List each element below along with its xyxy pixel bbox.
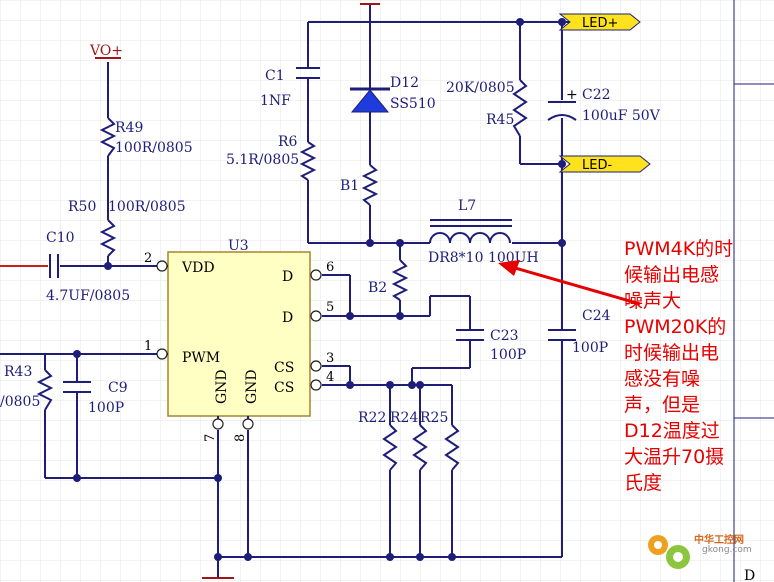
watermark-url: gkong.com <box>702 545 752 555</box>
l7-ref: L7 <box>458 198 476 214</box>
resistor-r45[interactable] <box>512 79 528 137</box>
vo-plus-label: VO+ <box>89 43 123 59</box>
u3-pin-d2: D <box>282 310 293 326</box>
u3-pin-vdd: VDD <box>181 260 215 276</box>
resistor-r43[interactable] <box>36 369 54 411</box>
capacitor-c10[interactable] <box>49 254 59 278</box>
pin-number-6: 6 <box>326 260 334 275</box>
pin-number-5: 5 <box>326 300 334 315</box>
r50-value: 100R/0805 <box>108 199 186 215</box>
resistor-r49[interactable] <box>99 117 117 157</box>
u3-pin-gnd1: GND <box>214 369 230 404</box>
c9-value: 100P <box>88 400 124 416</box>
resistor-r25[interactable] <box>444 424 460 471</box>
u3-pin-cs2: CS <box>274 380 294 396</box>
bead-b1[interactable] <box>361 164 379 206</box>
note-line: 氏度 <box>624 472 663 494</box>
r49-value: 100R/0805 <box>115 140 193 156</box>
c22-value: 100uF 50V <box>582 108 661 124</box>
gear-icon <box>648 535 690 569</box>
r43-value: /0805 <box>0 394 40 410</box>
pin-number-4: 4 <box>326 370 334 385</box>
note-line: 大温升70摄 <box>624 446 725 468</box>
pin-number-7: 7 <box>203 434 218 442</box>
bead-b2[interactable] <box>391 259 409 301</box>
r24-ref: R24 <box>390 410 418 426</box>
note-line: 声，但是 <box>624 394 701 416</box>
capacitor-c1[interactable] <box>296 67 320 79</box>
ic-u3[interactable] <box>156 251 322 430</box>
note-line: PWM4K的时 <box>624 238 734 260</box>
c23-ref: C23 <box>490 328 519 344</box>
d12-ref: D12 <box>390 75 419 91</box>
capacitor-c9[interactable] <box>63 381 91 393</box>
r25-ref: R25 <box>420 410 448 426</box>
note-line: 噪声大 <box>624 290 682 312</box>
watermark: 中华工控网 gkong.com <box>640 527 774 575</box>
port-led-minus[interactable] <box>558 155 651 173</box>
r6-value: 5.1R/0805 <box>226 152 299 168</box>
capacitor-c24[interactable] <box>548 329 576 341</box>
c23-value: 100P <box>490 347 526 363</box>
c24-ref: C24 <box>582 308 611 324</box>
pin-number-8: 8 <box>233 434 248 442</box>
b2-ref: B2 <box>368 280 387 296</box>
note-line: PWM20K的 <box>624 316 727 338</box>
c22-ref: C22 <box>582 87 611 103</box>
watermark-text: 中华工控网 <box>694 535 744 546</box>
c1-ref: C1 <box>265 68 285 84</box>
note-line: 时候输出电 <box>624 342 720 364</box>
capacitor-c22[interactable] <box>547 101 577 121</box>
junction-dots <box>73 18 566 561</box>
c24-value: 100P <box>572 340 608 356</box>
pin-number-1: 1 <box>144 339 152 354</box>
u3-pin-d1: D <box>282 269 293 285</box>
note-line: 候输出电感 <box>624 264 720 286</box>
c10-value: 4.7UF/0805 <box>46 288 130 304</box>
r49-ref: R49 <box>115 120 143 136</box>
c10-ref: C10 <box>46 230 75 246</box>
r43-ref: R43 <box>4 364 32 380</box>
d12-value: SS510 <box>390 96 436 112</box>
note-line: D12温度过 <box>624 420 720 442</box>
port-led-plus[interactable] <box>558 13 641 31</box>
c9-ref: C9 <box>108 380 128 396</box>
b1-ref: B1 <box>340 178 359 194</box>
u3-pin-cs1: CS <box>274 360 294 376</box>
resistor-r6[interactable] <box>299 141 317 181</box>
capacitor-c23[interactable] <box>456 329 484 341</box>
sheet-corner-label: D <box>744 568 755 582</box>
diode-d12[interactable] <box>350 87 390 113</box>
resistor-r50[interactable] <box>99 219 117 257</box>
inductor-l7[interactable] <box>429 219 512 244</box>
r45-value: 20K/0805 <box>446 80 515 96</box>
annotation-note: PWM4K的时 候输出电感 噪声大 PWM20K的 时候输出电 感没有噪 声，但… <box>624 236 774 496</box>
u3-ref: U3 <box>228 238 249 254</box>
pin-number-3: 3 <box>326 351 334 366</box>
r45-ref: R45 <box>486 112 514 128</box>
led-minus-label: LED- <box>582 158 612 173</box>
note-line: 感没有噪 <box>624 368 701 390</box>
pin-number-2: 2 <box>144 251 152 266</box>
r6-ref: R6 <box>278 134 298 150</box>
resistor-r24[interactable] <box>412 424 428 471</box>
r50-ref: R50 <box>68 199 96 215</box>
resistor-r22[interactable] <box>382 424 398 471</box>
l7-value: DR8*10 100UH <box>428 250 539 266</box>
led-plus-label: LED+ <box>582 16 618 31</box>
annotation-arrow <box>498 260 641 306</box>
c1-value: 1NF <box>260 93 291 109</box>
c22-polarity: + <box>566 87 578 103</box>
r22-ref: R22 <box>358 410 386 426</box>
sheet-border <box>733 0 774 582</box>
u3-pin-gnd2: GND <box>244 369 260 404</box>
u3-pin-pwm: PWM <box>182 350 220 366</box>
